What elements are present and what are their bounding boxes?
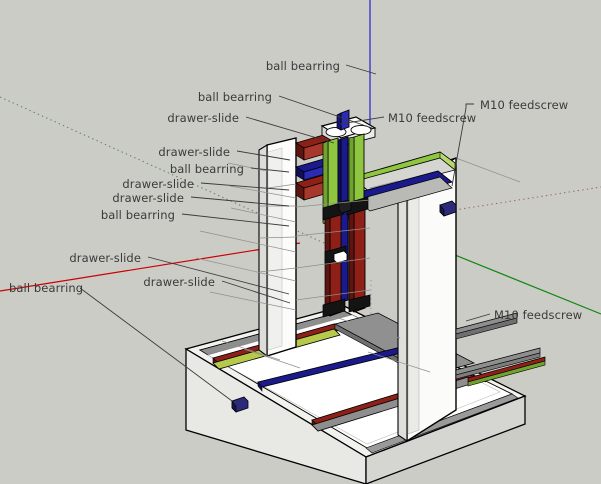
green-axis-positive: [449, 252, 601, 315]
ball-bearing-base: [231, 396, 249, 413]
annotation-label: drawer-slide: [112, 191, 184, 205]
annotation-label: ball bearring: [265, 59, 340, 73]
z-axis-carriage: [320, 109, 377, 318]
annotation-label: drawer-slide: [167, 111, 239, 125]
annotation-label: M10 feedscrew: [494, 308, 583, 322]
ball-bearing-right-column: [439, 200, 457, 217]
annotation-label: drawer-slide: [69, 251, 141, 265]
annotation-label: ball bearring: [197, 90, 272, 104]
annotation-label: ball bearring: [9, 281, 84, 295]
annotation-label: drawer-slide: [122, 177, 194, 191]
annotation-label: ball bearring: [100, 208, 175, 222]
red-axis-positive: [454, 186, 601, 211]
annotation-label: drawer-slide: [158, 145, 230, 159]
annotation-label: M10 feedscrew: [480, 98, 569, 112]
annotation-label: M10 feedscrew: [388, 111, 477, 125]
annotation-label: ball bearring: [169, 162, 244, 176]
right-column: [397, 157, 546, 443]
annotation-label: drawer-slide: [143, 275, 215, 289]
